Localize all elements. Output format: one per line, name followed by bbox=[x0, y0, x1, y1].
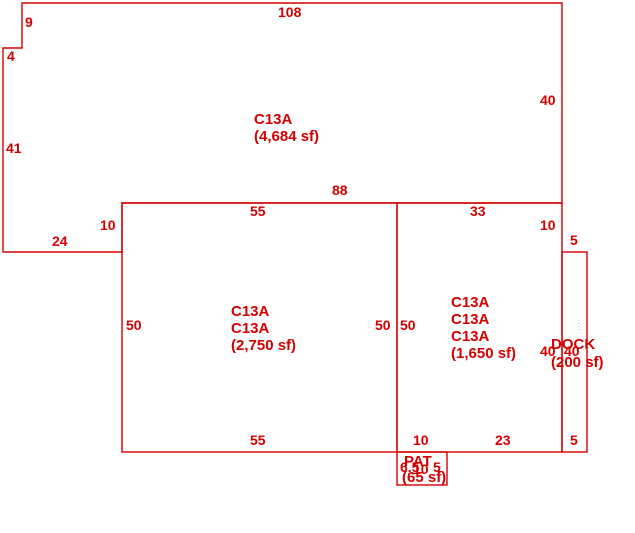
dock-dim-left: 40 bbox=[564, 343, 580, 359]
dock-label-1: DOCK bbox=[551, 336, 595, 353]
top-section-label-2: (4,684 sf) bbox=[254, 128, 319, 145]
right-dim-right: 40 bbox=[540, 343, 556, 359]
dock-outline bbox=[561, 251, 588, 453]
right-dim-bottom: 23 bbox=[495, 432, 511, 448]
left-section-label-3: (2,750 sf) bbox=[231, 337, 296, 354]
left-section-label-1: C13A bbox=[231, 303, 270, 320]
patio-dim-center: 10 bbox=[413, 461, 429, 477]
right-dim-right-top: 10 bbox=[540, 217, 556, 233]
dim-step-side: 4 bbox=[7, 48, 15, 64]
patio-dim-left: 6.5 bbox=[400, 459, 420, 475]
left-dim-bottom: 55 bbox=[250, 432, 266, 448]
left-dim-top: 55 bbox=[250, 203, 266, 219]
left-dim-right: 50 bbox=[375, 317, 391, 333]
dock-dim-bottom: 5 bbox=[570, 432, 578, 448]
dim-inner-left: 10 bbox=[100, 217, 116, 233]
dim-left: 41 bbox=[6, 140, 22, 156]
right-dim-bottom-left: 10 bbox=[413, 432, 429, 448]
left-dim-left: 50 bbox=[126, 317, 142, 333]
patio-label-2: (65 sf) bbox=[402, 469, 446, 486]
dim-bottom-left: 24 bbox=[52, 233, 68, 249]
right-section-label-4: (1,650 sf) bbox=[451, 345, 516, 362]
dock-dim-top: 5 bbox=[570, 232, 578, 248]
right-dim-left: 50 bbox=[400, 317, 416, 333]
dim-top: 108 bbox=[278, 4, 302, 20]
dim-bottom-mid: 88 bbox=[332, 182, 348, 198]
right-section-label-2: C13A bbox=[451, 311, 490, 328]
patio-outline bbox=[396, 451, 448, 486]
top-section-label-1: C13A bbox=[254, 111, 293, 128]
dim-step-top: 9 bbox=[25, 14, 33, 30]
dim-right: 40 bbox=[540, 92, 556, 108]
patio-dim-right: 5 bbox=[433, 459, 441, 475]
left-section-label-2: C13A bbox=[231, 320, 270, 337]
right-section-label-3: C13A bbox=[451, 328, 490, 345]
dock-label-2: (200 sf) bbox=[551, 354, 604, 371]
patio-label-1: PAT bbox=[404, 453, 432, 470]
right-section-label-1: C13A bbox=[451, 294, 490, 311]
right-dim-top: 33 bbox=[470, 203, 486, 219]
